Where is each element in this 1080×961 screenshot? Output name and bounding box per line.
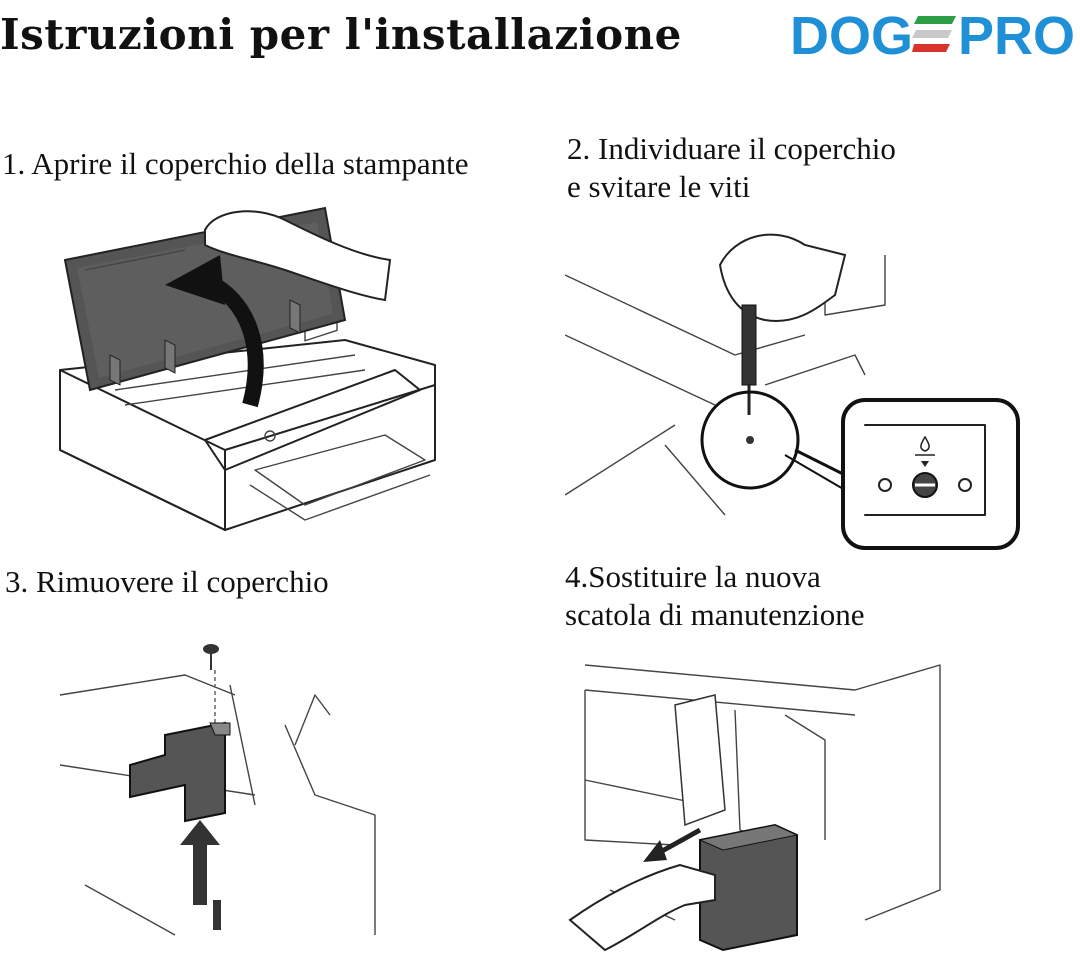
step-2-illustration [565,233,1020,550]
logo-left-text: DOG [790,6,913,64]
step-3-label: 3. Rimuovere il coperchio [5,564,329,599]
step-4-label: 4.Sostituire la nuova scatola di manuten… [565,559,865,632]
step-2-label: 2. Individuare il coperchio e svitare le… [567,131,896,204]
step-3-illustration [59,644,376,936]
step-4-illustration [568,664,941,952]
page-title: Istruzioni per l'installazione [0,10,682,59]
step-1-illustration [59,206,436,531]
dogepro-logo: DOG PRO [790,6,1075,64]
logo-right-text: PRO [958,6,1075,64]
logo-flag-e-icon [912,16,956,52]
step-1-label: 1. Aprire il coperchio della stampante [2,146,469,181]
